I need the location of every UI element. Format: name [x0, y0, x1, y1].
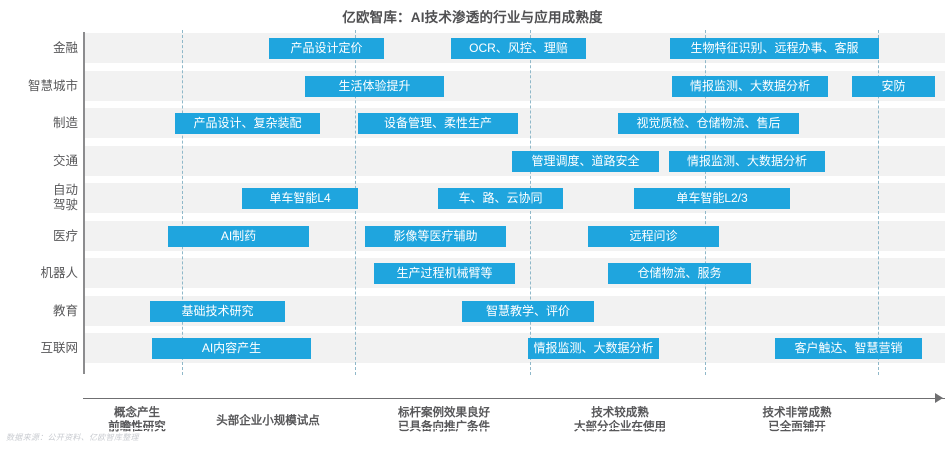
row-label-智慧城市: 智慧城市 [0, 79, 78, 94]
bar-金融-1[interactable]: 产品设计定价 [269, 38, 384, 59]
bar-医疗-2[interactable]: 影像等医疗辅助 [365, 226, 506, 247]
bar-制造-3[interactable]: 视觉质检、仓储物流、售后 [618, 113, 799, 134]
bar-互联网-1[interactable]: AI内容产生 [152, 338, 311, 359]
x-axis-stage-3: 标杆案例效果良好已具备向推广条件 [354, 406, 534, 434]
stage-label-line: 头部企业小规模试点 [216, 415, 320, 427]
row-label-line: 教育 [52, 303, 78, 318]
row-label-line: 金融 [52, 40, 78, 55]
gridline-5 [878, 30, 879, 375]
bar-教育-1[interactable]: 基础技术研究 [150, 301, 285, 322]
x-axis-stage-2: 头部企业小规模试点 [178, 414, 358, 428]
row-label-line: 智慧城市 [27, 78, 78, 93]
row-label-制造: 制造 [0, 116, 78, 131]
row-label-金融: 金融 [0, 41, 78, 56]
stage-label-line: 概念产生 [114, 407, 160, 419]
bar-医疗-1[interactable]: AI制药 [168, 226, 309, 247]
x-axis-stage-1: 概念产生前瞻性研究 [47, 406, 227, 434]
bar-制造-1[interactable]: 产品设计、复杂装配 [175, 113, 320, 134]
row-label-line: 制造 [52, 115, 78, 130]
bar-医疗-3[interactable]: 远程问诊 [588, 226, 719, 247]
stage-label-line: 技术较成熟 [591, 407, 649, 419]
row-band [85, 258, 945, 288]
bar-智慧城市-3[interactable]: 安防 [852, 76, 935, 97]
stage-label-line: 前瞻性研究 [108, 421, 166, 433]
bar-交通-1[interactable]: 管理调度、道路安全 [512, 151, 659, 172]
x-axis-arrow-icon [935, 393, 943, 403]
source-note: 数据来源：公开资料、亿欧智库整理 [6, 433, 139, 442]
bar-制造-2[interactable]: 设备管理、柔性生产 [358, 113, 518, 134]
row-label-医疗: 医疗 [0, 229, 78, 244]
bar-机器人-1[interactable]: 生产过程机械臂等 [374, 263, 515, 284]
stage-label-line: 标杆案例效果良好 [398, 407, 490, 419]
bar-交通-2[interactable]: 情报监测、大数据分析 [669, 151, 825, 172]
row-label-line: 医疗 [52, 228, 78, 243]
bar-互联网-2[interactable]: 情报监测、大数据分析 [528, 338, 659, 359]
row-label-互联网: 互联网 [0, 341, 78, 356]
row-label-line: 自动 [52, 183, 78, 197]
row-label-line: 互联网 [40, 340, 78, 355]
bar-教育-2[interactable]: 智慧教学、评价 [462, 301, 594, 322]
row-label-机器人: 机器人 [0, 266, 78, 281]
x-axis-line [83, 398, 945, 399]
page-title: 亿欧智库：AI技术渗透的行业与应用成熟度 [342, 10, 603, 25]
stage-label-line: 已具备向推广条件 [398, 421, 490, 433]
bar-自动驾驶-3[interactable]: 单车智能L2/3 [634, 188, 790, 209]
y-axis-line [83, 32, 85, 374]
bar-智慧城市-2[interactable]: 情报监测、大数据分析 [672, 76, 828, 97]
row-label-自动驾驶: 自动驾驶 [0, 183, 78, 213]
x-axis-stage-4: 技术较成熟大部分企业在使用 [530, 406, 710, 434]
row-label-line: 交通 [52, 153, 78, 168]
bar-自动驾驶-2[interactable]: 车、路、云协同 [438, 188, 563, 209]
bar-互联网-3[interactable]: 客户触达、智慧营销 [775, 338, 922, 359]
row-label-交通: 交通 [0, 154, 78, 169]
stage-label-line: 已全面铺开 [768, 421, 826, 433]
bar-自动驾驶-1[interactable]: 单车智能L4 [242, 188, 358, 209]
footer-divider [0, 428, 945, 429]
x-axis-stage-5: 技术非常成熟已全面铺开 [707, 406, 887, 434]
stage-label-line: 技术非常成熟 [762, 407, 832, 419]
gridline-1 [182, 30, 183, 375]
row-label-教育: 教育 [0, 304, 78, 319]
stage-label-line: 大部分企业在使用 [574, 421, 666, 433]
bar-金融-3[interactable]: 生物特征识别、远程办事、客服 [670, 38, 879, 59]
bar-智慧城市-1[interactable]: 生活体验提升 [305, 76, 444, 97]
row-label-line: 驾驶 [52, 198, 78, 212]
bar-机器人-2[interactable]: 仓储物流、服务 [608, 263, 751, 284]
bar-金融-2[interactable]: OCR、风控、理赔 [451, 38, 586, 59]
row-label-line: 机器人 [40, 265, 78, 280]
